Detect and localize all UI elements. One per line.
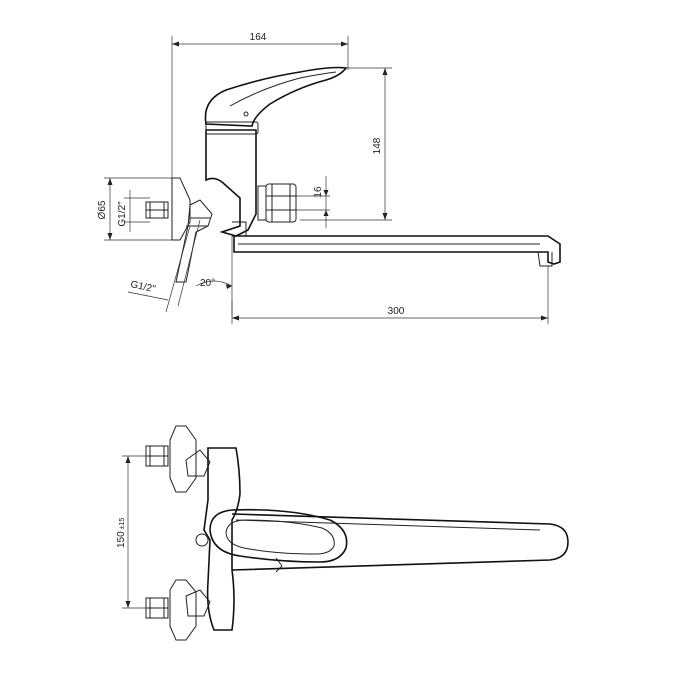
dim-dia65-label: Ø65	[97, 200, 108, 219]
dim-300-label: 300	[388, 306, 405, 317]
faucet-body-side	[205, 121, 297, 237]
lever-handle-side	[204, 66, 348, 127]
dimension-300: 300	[231, 266, 549, 324]
wall-rosette-side	[171, 177, 191, 241]
angle-construction: 20° G1/2"	[127, 219, 233, 316]
lever-handle-front	[209, 508, 348, 563]
top-connector-front	[145, 425, 211, 493]
bottom-connector-front	[145, 579, 211, 641]
dim-thread-top-label: G1/2"	[117, 201, 128, 227]
spout-side	[233, 235, 561, 267]
dimension-150: 150±15	[116, 455, 160, 609]
dimension-16: 16	[296, 176, 330, 228]
front-view: 150±15	[116, 425, 569, 641]
faucet-body-front	[195, 447, 283, 631]
eccentric-connector-side	[145, 199, 213, 283]
dimension-148: 148	[300, 67, 392, 221]
dimension-thread-top: G1/2"	[117, 190, 150, 232]
dim-148-label: 148	[372, 137, 383, 154]
dim-angle-label: 20°	[200, 278, 215, 289]
dim-150-value: 150	[116, 531, 127, 548]
dim-150-tolerance: ±15	[119, 518, 126, 530]
spout-front	[231, 513, 569, 571]
side-view: 164 148 16 Ø65	[97, 32, 561, 324]
dim-164-label: 164	[250, 32, 267, 43]
dimension-164: 164	[171, 32, 349, 190]
dim-150-label: 150±15	[116, 518, 127, 548]
dimension-dia65: Ø65	[97, 177, 180, 241]
dim-16-label: 16	[313, 186, 324, 198]
dim-thread-bottom-label: G1/2"	[129, 279, 156, 295]
